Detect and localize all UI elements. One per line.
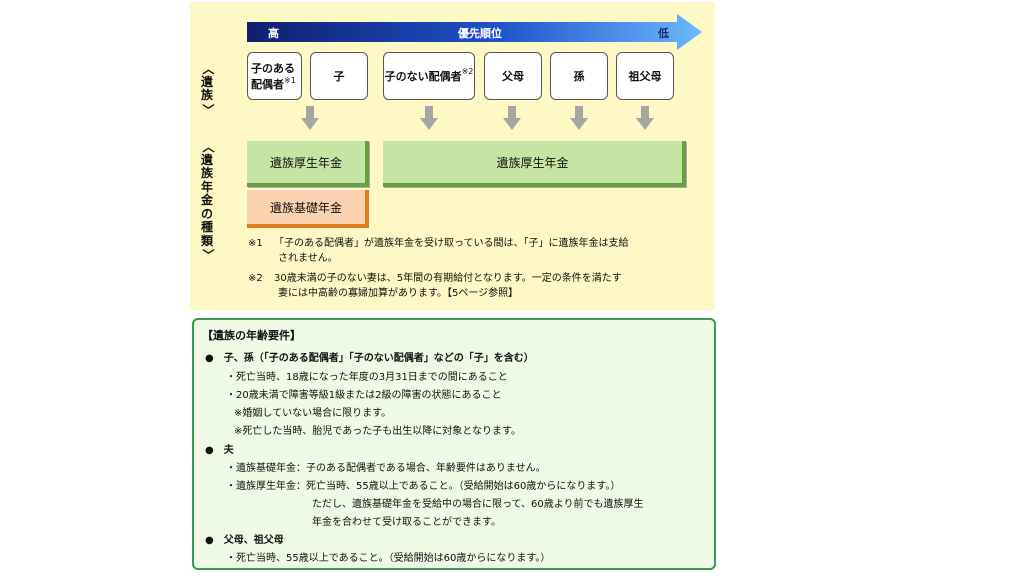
child-item-1: ・死亡当時、18歳になった年度の3月31日までの間にあること [226, 372, 508, 383]
down-arrow-icon [301, 106, 319, 130]
pension-koseinenkin-right: 遺族厚生年金 [383, 141, 686, 187]
box-spouse-with-child: 子のある 配偶者※1 [247, 52, 302, 100]
husband-item-2: ・遺族厚生年金：死亡当時、55歳以上であること。（受給開始は60歳からになります… [226, 481, 621, 492]
box-grandparents: 祖父母 [616, 52, 674, 100]
husband-item-3: ただし、遺族基礎年金を受給中の場合に限って、60歳より前でも遺族厚生 [312, 499, 644, 510]
child-item-4: ※死亡した当時、胎児であった子も出生以降に対象となります。 [234, 426, 521, 437]
heading-parents: ● 父母、祖父母 [205, 535, 284, 546]
priority-arrow [247, 14, 702, 50]
box-parents: 父母 [484, 52, 542, 100]
husband-item-4: 年金を合わせて受け取ることができます。 [312, 517, 501, 528]
parents-item-1: ・死亡当時、55歳以上であること。（受給開始は60歳からになります。） [226, 553, 551, 564]
note-1: ※1 「子のある配偶者」が遺族年金を受け取っている間は、「子」に遺族年金は支給 … [248, 238, 629, 264]
box-spouse-no-child: 子のない配偶者※2 [383, 52, 475, 100]
child-item-3: ※婚姻していない場合に限ります。 [234, 408, 392, 419]
label-bereaved: 〈 遺 族 〉 [200, 62, 215, 116]
priority-high: 高 [268, 27, 279, 40]
priority-label: 優先順位 [458, 27, 502, 40]
down-arrow-icon [420, 106, 438, 130]
pension-koseinenkin-left: 遺族厚生年金 [247, 141, 369, 187]
down-arrow-icon [636, 106, 654, 130]
age-requirements-panel [192, 318, 716, 570]
pension-kiso: 遺族基礎年金 [247, 190, 369, 228]
note-2: ※2 30歳未満の子のない妻は、5年間の有期給付となります。一定の条件を満たす … [248, 273, 622, 299]
box-child: 子 [310, 52, 368, 100]
priority-low: 低 [658, 27, 669, 40]
heading-husband: ● 夫 [205, 445, 234, 456]
down-arrow-icon [570, 106, 588, 130]
husband-item-1: ・遺族基礎年金：子のある配偶者である場合、年齢要件はありません。 [226, 463, 546, 474]
age-requirements-title: 【遺族の年齢要件】 [202, 329, 301, 342]
box-grandchild: 孫 [550, 52, 608, 100]
child-item-2: ・20歳未満で障害等級1級または2級の障害の状態にあること [226, 390, 502, 401]
down-arrow-icon [503, 106, 521, 130]
heading-child: ● 子、孫（「子のある配偶者」「子のない配偶者」などの「子」を含む） [205, 353, 534, 364]
label-pension-types: 〈 遺 族 年 金 の 種 類 〉 [200, 140, 215, 261]
